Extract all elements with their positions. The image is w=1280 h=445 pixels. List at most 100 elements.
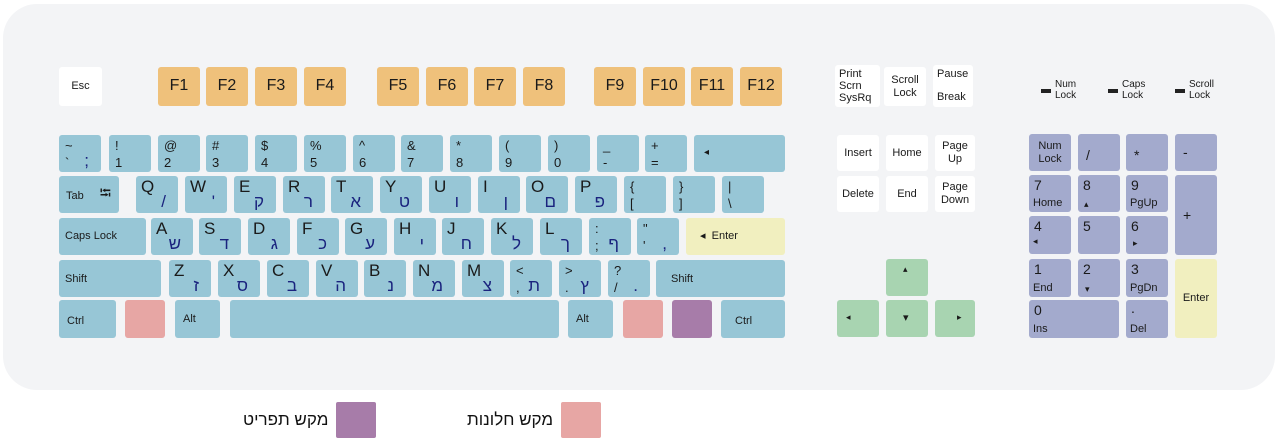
key-number-row-0[interactable]: ~`; xyxy=(59,135,101,172)
delete-key[interactable]: Delete xyxy=(837,176,879,212)
right-shift-key[interactable]: Shift xyxy=(656,260,785,297)
numpad-divide-key[interactable]: / xyxy=(1078,134,1120,171)
numpad-decimal-key[interactable]: . Del xyxy=(1126,300,1168,338)
tab-key[interactable]: Tab ⭾ xyxy=(59,176,119,213)
key-number-row-3[interactable]: #3 xyxy=(206,135,248,172)
f8-key[interactable]: F8 xyxy=(523,67,565,106)
left-windows-key[interactable] xyxy=(125,300,165,338)
arrow-left-key[interactable]: ◂ xyxy=(837,300,879,337)
scroll-lock-key[interactable]: Scroll Lock xyxy=(884,67,926,106)
key-number-row-11[interactable]: _- xyxy=(597,135,639,172)
numpad-8-key[interactable]: 8 ▴ xyxy=(1078,175,1120,212)
f4-key[interactable]: F4 xyxy=(304,67,346,106)
key-qwerty-row-12[interactable]: |\ xyxy=(722,176,764,213)
numpad-2-key[interactable]: 2 ▾ xyxy=(1078,259,1120,297)
numpad-1-key[interactable]: 1 End xyxy=(1029,259,1071,297)
numpad-6-key[interactable]: 6 ▸ xyxy=(1126,216,1168,254)
f10-key[interactable]: F10 xyxy=(643,67,685,106)
insert-key[interactable]: Insert xyxy=(837,135,879,171)
key-qwerty-row-11[interactable]: }] xyxy=(673,176,715,213)
key-number-row-6[interactable]: ^6 xyxy=(353,135,395,172)
pause-break-key[interactable]: Pause Break xyxy=(933,65,973,107)
left-ctrl-key[interactable]: Ctrl xyxy=(59,300,116,338)
key-number-row-12[interactable]: += xyxy=(645,135,687,172)
right-windows-key[interactable] xyxy=(623,300,663,338)
key-qwerty-row-10[interactable]: {[ xyxy=(624,176,666,213)
caps-lock-key[interactable]: Caps Lock xyxy=(59,218,146,255)
key-number-row-4[interactable]: $4 xyxy=(255,135,297,172)
print-screen-key[interactable]: Print Scrn SysRq xyxy=(835,65,880,107)
left-shift-key[interactable]: Shift xyxy=(59,260,161,297)
left-alt-key[interactable]: Alt xyxy=(175,300,220,338)
end-key[interactable]: End xyxy=(886,176,928,212)
numpad-enter-key[interactable]: Enter xyxy=(1175,259,1217,338)
f3-key[interactable]: F3 xyxy=(255,67,297,106)
f9-key[interactable]: F9 xyxy=(594,67,636,106)
numpad-4-key[interactable]: 4 ◂ xyxy=(1029,216,1071,254)
key-number-row-9[interactable]: (9 xyxy=(499,135,541,172)
numpad-7-key[interactable]: 7 Home xyxy=(1029,175,1071,212)
numpad-0-key[interactable]: 0 Ins xyxy=(1029,300,1119,338)
key-number-row-10[interactable]: )0 xyxy=(548,135,590,172)
f11-key[interactable]: F11 xyxy=(691,67,733,106)
arrow-right-key[interactable]: ▸ xyxy=(935,300,975,337)
numpad-minus-key[interactable]: - xyxy=(1175,134,1217,171)
menu-key[interactable] xyxy=(672,300,712,338)
esc-key[interactable]: Esc xyxy=(59,67,102,106)
right-alt-key[interactable]: Alt xyxy=(568,300,613,338)
backspace-key[interactable]: ◂ xyxy=(694,135,785,172)
numpad-plus-key[interactable]: + xyxy=(1175,175,1217,255)
f7-key[interactable]: F7 xyxy=(474,67,516,106)
arrow-down-key[interactable]: ▾ xyxy=(886,300,928,337)
space-bar[interactable] xyxy=(230,300,559,338)
key-bottom-letter-row-8[interactable]: >.ץ xyxy=(559,260,601,297)
page-up-key[interactable]: Page Up xyxy=(935,135,975,171)
f6-key[interactable]: F6 xyxy=(426,67,468,106)
key-number-row-1[interactable]: !1 xyxy=(109,135,151,172)
key-bottom-letter-row-9[interactable]: ?/. xyxy=(608,260,650,297)
numpad-5-key[interactable]: 5 xyxy=(1078,216,1120,254)
f5-key[interactable]: F5 xyxy=(377,67,419,106)
key-number-row-2[interactable]: @2 xyxy=(158,135,200,172)
arrow-up-key[interactable]: ▴ xyxy=(886,259,928,296)
key-number-row-5[interactable]: %5 xyxy=(304,135,346,172)
right-ctrl-key[interactable]: Ctrl xyxy=(721,300,785,338)
numpad-num-lock-key[interactable]: Num Lock xyxy=(1029,134,1071,171)
f2-key[interactable]: F2 xyxy=(206,67,248,106)
numpad-multiply-key[interactable]: * xyxy=(1126,134,1168,171)
key-number-row-8[interactable]: *8 xyxy=(450,135,492,172)
key-home-row-9[interactable]: :;ף xyxy=(589,218,631,255)
f12-key[interactable]: F12 xyxy=(740,67,782,106)
key-bottom-letter-row-7[interactable]: <,ת xyxy=(510,260,552,297)
f1-key[interactable]: F1 xyxy=(158,67,200,106)
key-home-row-10[interactable]: "', xyxy=(637,218,679,255)
numpad-9-key[interactable]: 9 PgUp xyxy=(1126,175,1168,212)
key-qwerty-row-1[interactable]: W' xyxy=(185,176,227,213)
key-qwerty-row-0[interactable]: Q/ xyxy=(136,176,178,213)
page-down-key[interactable]: Page Down xyxy=(935,176,975,212)
